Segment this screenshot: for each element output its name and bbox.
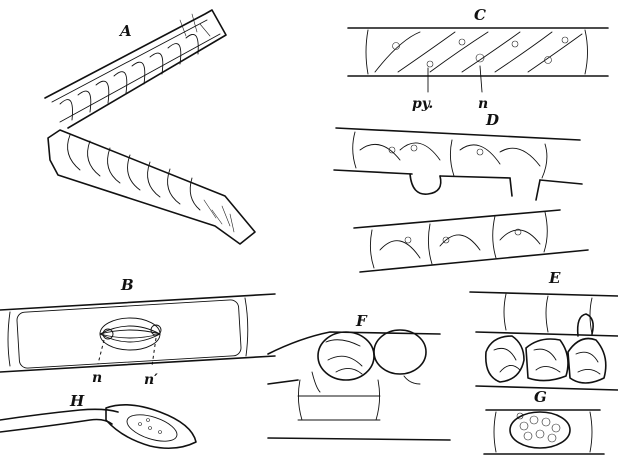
chloroplast-spiral-a-lower	[67, 134, 201, 211]
panel-g: G	[483, 388, 605, 455]
filament-a-upper-outline	[44, 9, 227, 129]
panel-label-c: C	[474, 6, 486, 24]
chloroplast-spiral-d	[359, 142, 541, 259]
panel-label-b: B	[120, 276, 134, 294]
filament-b-walls	[0, 293, 276, 373]
pointer-lines-c	[427, 65, 483, 93]
panel-label-f: F	[355, 312, 368, 330]
panel-b: B n n′	[0, 276, 276, 388]
label-n-prime: n′	[144, 372, 158, 388]
filament-a-lower-outline	[47, 129, 256, 245]
panel-e: E	[469, 269, 618, 391]
panel-f: F	[267, 312, 451, 441]
filament-g-walls	[483, 409, 605, 455]
zygote-h	[105, 404, 197, 450]
filament-d-lower-walls	[353, 209, 589, 273]
zygospore-g	[509, 411, 571, 449]
label-n-c: n	[478, 96, 488, 112]
panel-label-h: H	[69, 392, 85, 410]
empty-cell-f	[373, 329, 427, 375]
filament-f-walls	[267, 331, 451, 441]
panel-label-d: D	[485, 111, 499, 129]
cell-b	[16, 299, 242, 369]
chloroplast-spiral-c	[374, 31, 583, 73]
filament-e-walls	[469, 291, 618, 391]
panel-label-e: E	[548, 269, 561, 287]
panel-label-g: G	[534, 388, 547, 406]
panel-c: C py. n	[347, 6, 609, 112]
panel-d: D	[333, 111, 589, 273]
mitotic-spindle-b	[99, 317, 161, 351]
label-n-b: n	[92, 370, 102, 386]
panel-h: H	[0, 392, 197, 450]
conjugation-tube-d	[509, 177, 541, 201]
filament-c-walls	[347, 27, 609, 77]
conjugation-bud-e	[576, 313, 594, 337]
chloroplast-spiral-a-upper	[59, 34, 199, 121]
zygospore-f	[317, 331, 375, 381]
nucleus-n	[102, 328, 114, 340]
panel-a: A	[44, 9, 256, 245]
nucleus-n-prime	[150, 324, 162, 336]
germ-tube-h	[0, 408, 119, 433]
conjugation-bulge-d	[409, 173, 442, 195]
label-py: py.	[412, 96, 433, 112]
filament-d-upper-walls	[333, 127, 583, 185]
pointer-lines-b	[97, 337, 157, 367]
panel-label-a: A	[118, 22, 132, 40]
